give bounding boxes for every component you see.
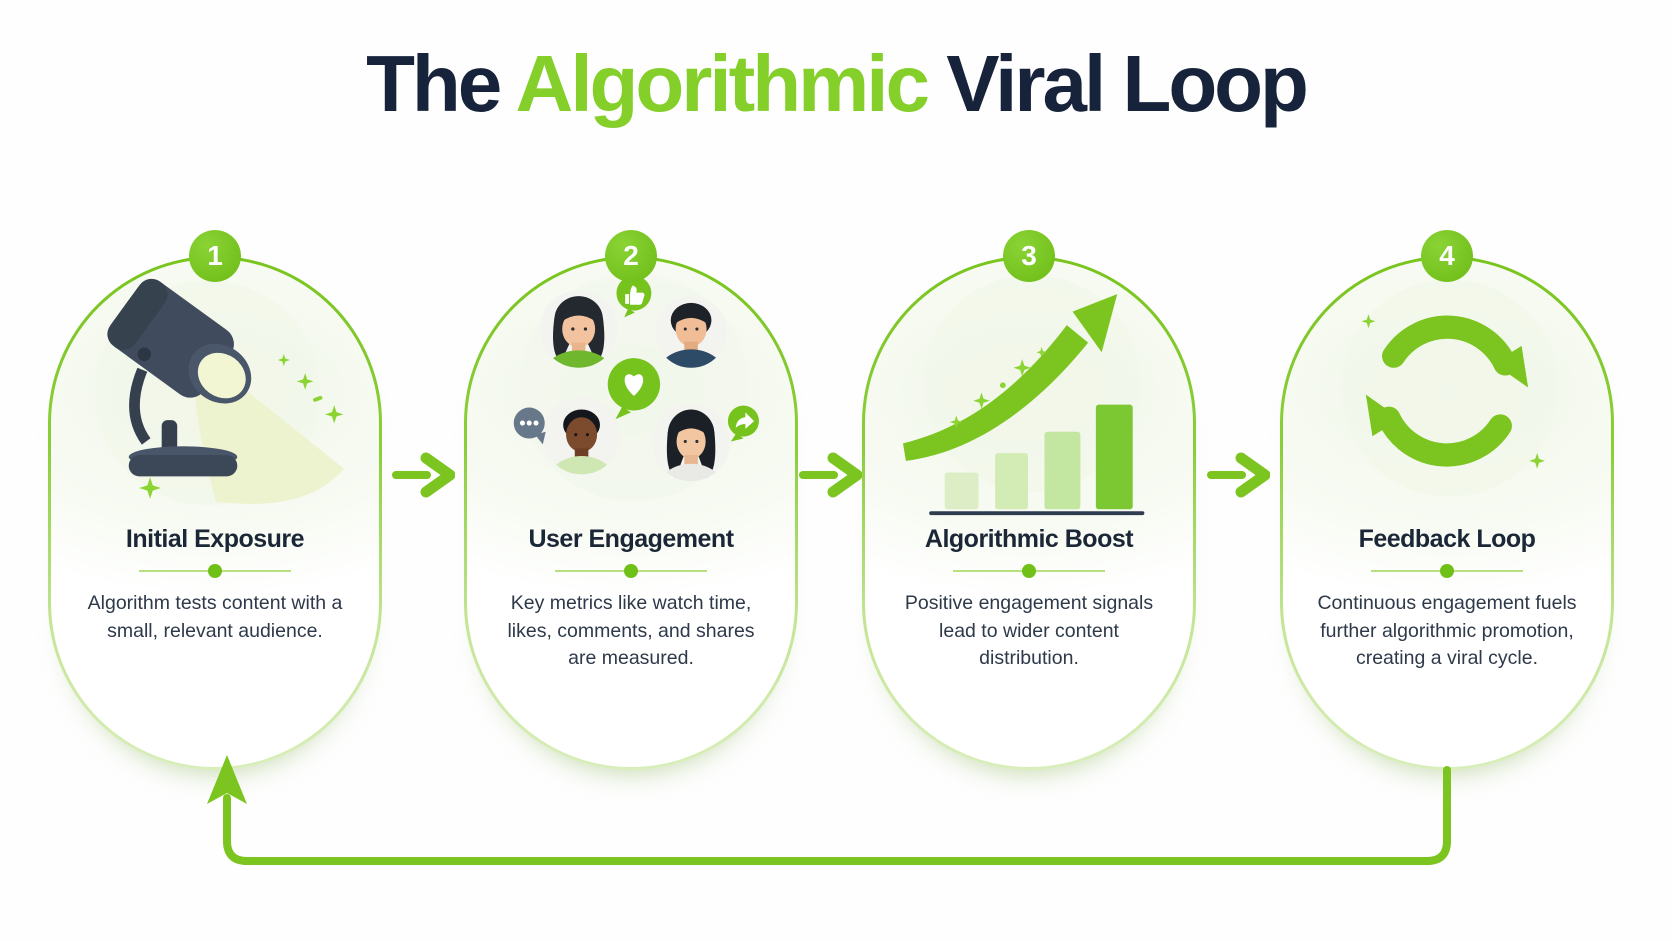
step-number-badge: 2: [605, 230, 657, 282]
arrow-right-icon: [1207, 452, 1270, 498]
card-body: Initial Exposure Algorithm tests content…: [51, 259, 379, 767]
step-card-feedback-loop: 4 Feedback Loop: [1280, 230, 1614, 770]
step-description: Positive engagement signals lead to wide…: [904, 592, 1154, 670]
step-card-algorithmic-boost: 3: [862, 230, 1196, 770]
step-heading: User Engagement: [528, 525, 734, 553]
title-part-2: Viral Loop: [927, 39, 1309, 128]
step-number: 3: [1021, 240, 1037, 271]
comment-dots-icon: [513, 407, 546, 445]
spotlight-icon: [95, 278, 344, 506]
growth-chart-icon: [903, 274, 1145, 516]
divider: [555, 564, 707, 578]
title-highlight: Algorithmic: [515, 39, 930, 128]
divider: [953, 564, 1105, 578]
step-number: 2: [623, 240, 639, 271]
arrow-right-icon: [392, 452, 455, 498]
title-part-1: The: [366, 39, 516, 128]
step-number-badge: 3: [1003, 230, 1055, 282]
page-title: The Algorithmic Viral Loop: [0, 38, 1672, 130]
step-number-badge: 1: [189, 230, 241, 282]
arrow-right-icon: [799, 452, 862, 498]
audience-engagement-icon: [513, 272, 759, 502]
step-number: 1: [207, 240, 223, 271]
cycle-arrows-icon: [1341, 279, 1559, 497]
thumbs-up-icon: [616, 275, 652, 318]
step-description: Continuous engagement fuels further algo…: [1317, 592, 1577, 670]
step-number-badge: 4: [1421, 230, 1473, 282]
step-card-initial-exposure: 1: [48, 230, 382, 770]
sparkle-icons: [949, 347, 1047, 429]
avatar-man-lightgreen: [542, 396, 621, 475]
step-heading: Initial Exposure: [125, 525, 305, 553]
card-body: User Engagement Key metrics like watch t…: [467, 259, 795, 767]
sparkle-icons: [139, 353, 344, 499]
share-arrow-icon: [727, 405, 759, 442]
step-description: Algorithm tests content with a small, re…: [87, 592, 343, 642]
divider-dot: [1440, 564, 1454, 578]
divider-dot: [1022, 564, 1036, 578]
divider: [1371, 564, 1523, 578]
step-card-user-engagement: 2: [464, 230, 798, 770]
step-number: 4: [1439, 240, 1455, 271]
step-heading: Feedback Loop: [1358, 525, 1536, 553]
avatar-woman-white: [652, 403, 730, 482]
sparkle-icons: [1361, 314, 1545, 469]
card-body: Feedback Loop Continuous engagement fuel…: [1283, 259, 1611, 767]
divider: [139, 564, 291, 578]
divider-dot: [624, 564, 638, 578]
card-body: Algorithmic Boost Positive engagement si…: [865, 259, 1193, 767]
divider-dot: [208, 564, 222, 578]
avatar-man-navy: [655, 296, 727, 368]
heart-icon: [607, 358, 661, 420]
step-heading: Algorithmic Boost: [924, 525, 1134, 553]
step-description: Key metrics like watch time, likes, comm…: [507, 592, 755, 670]
